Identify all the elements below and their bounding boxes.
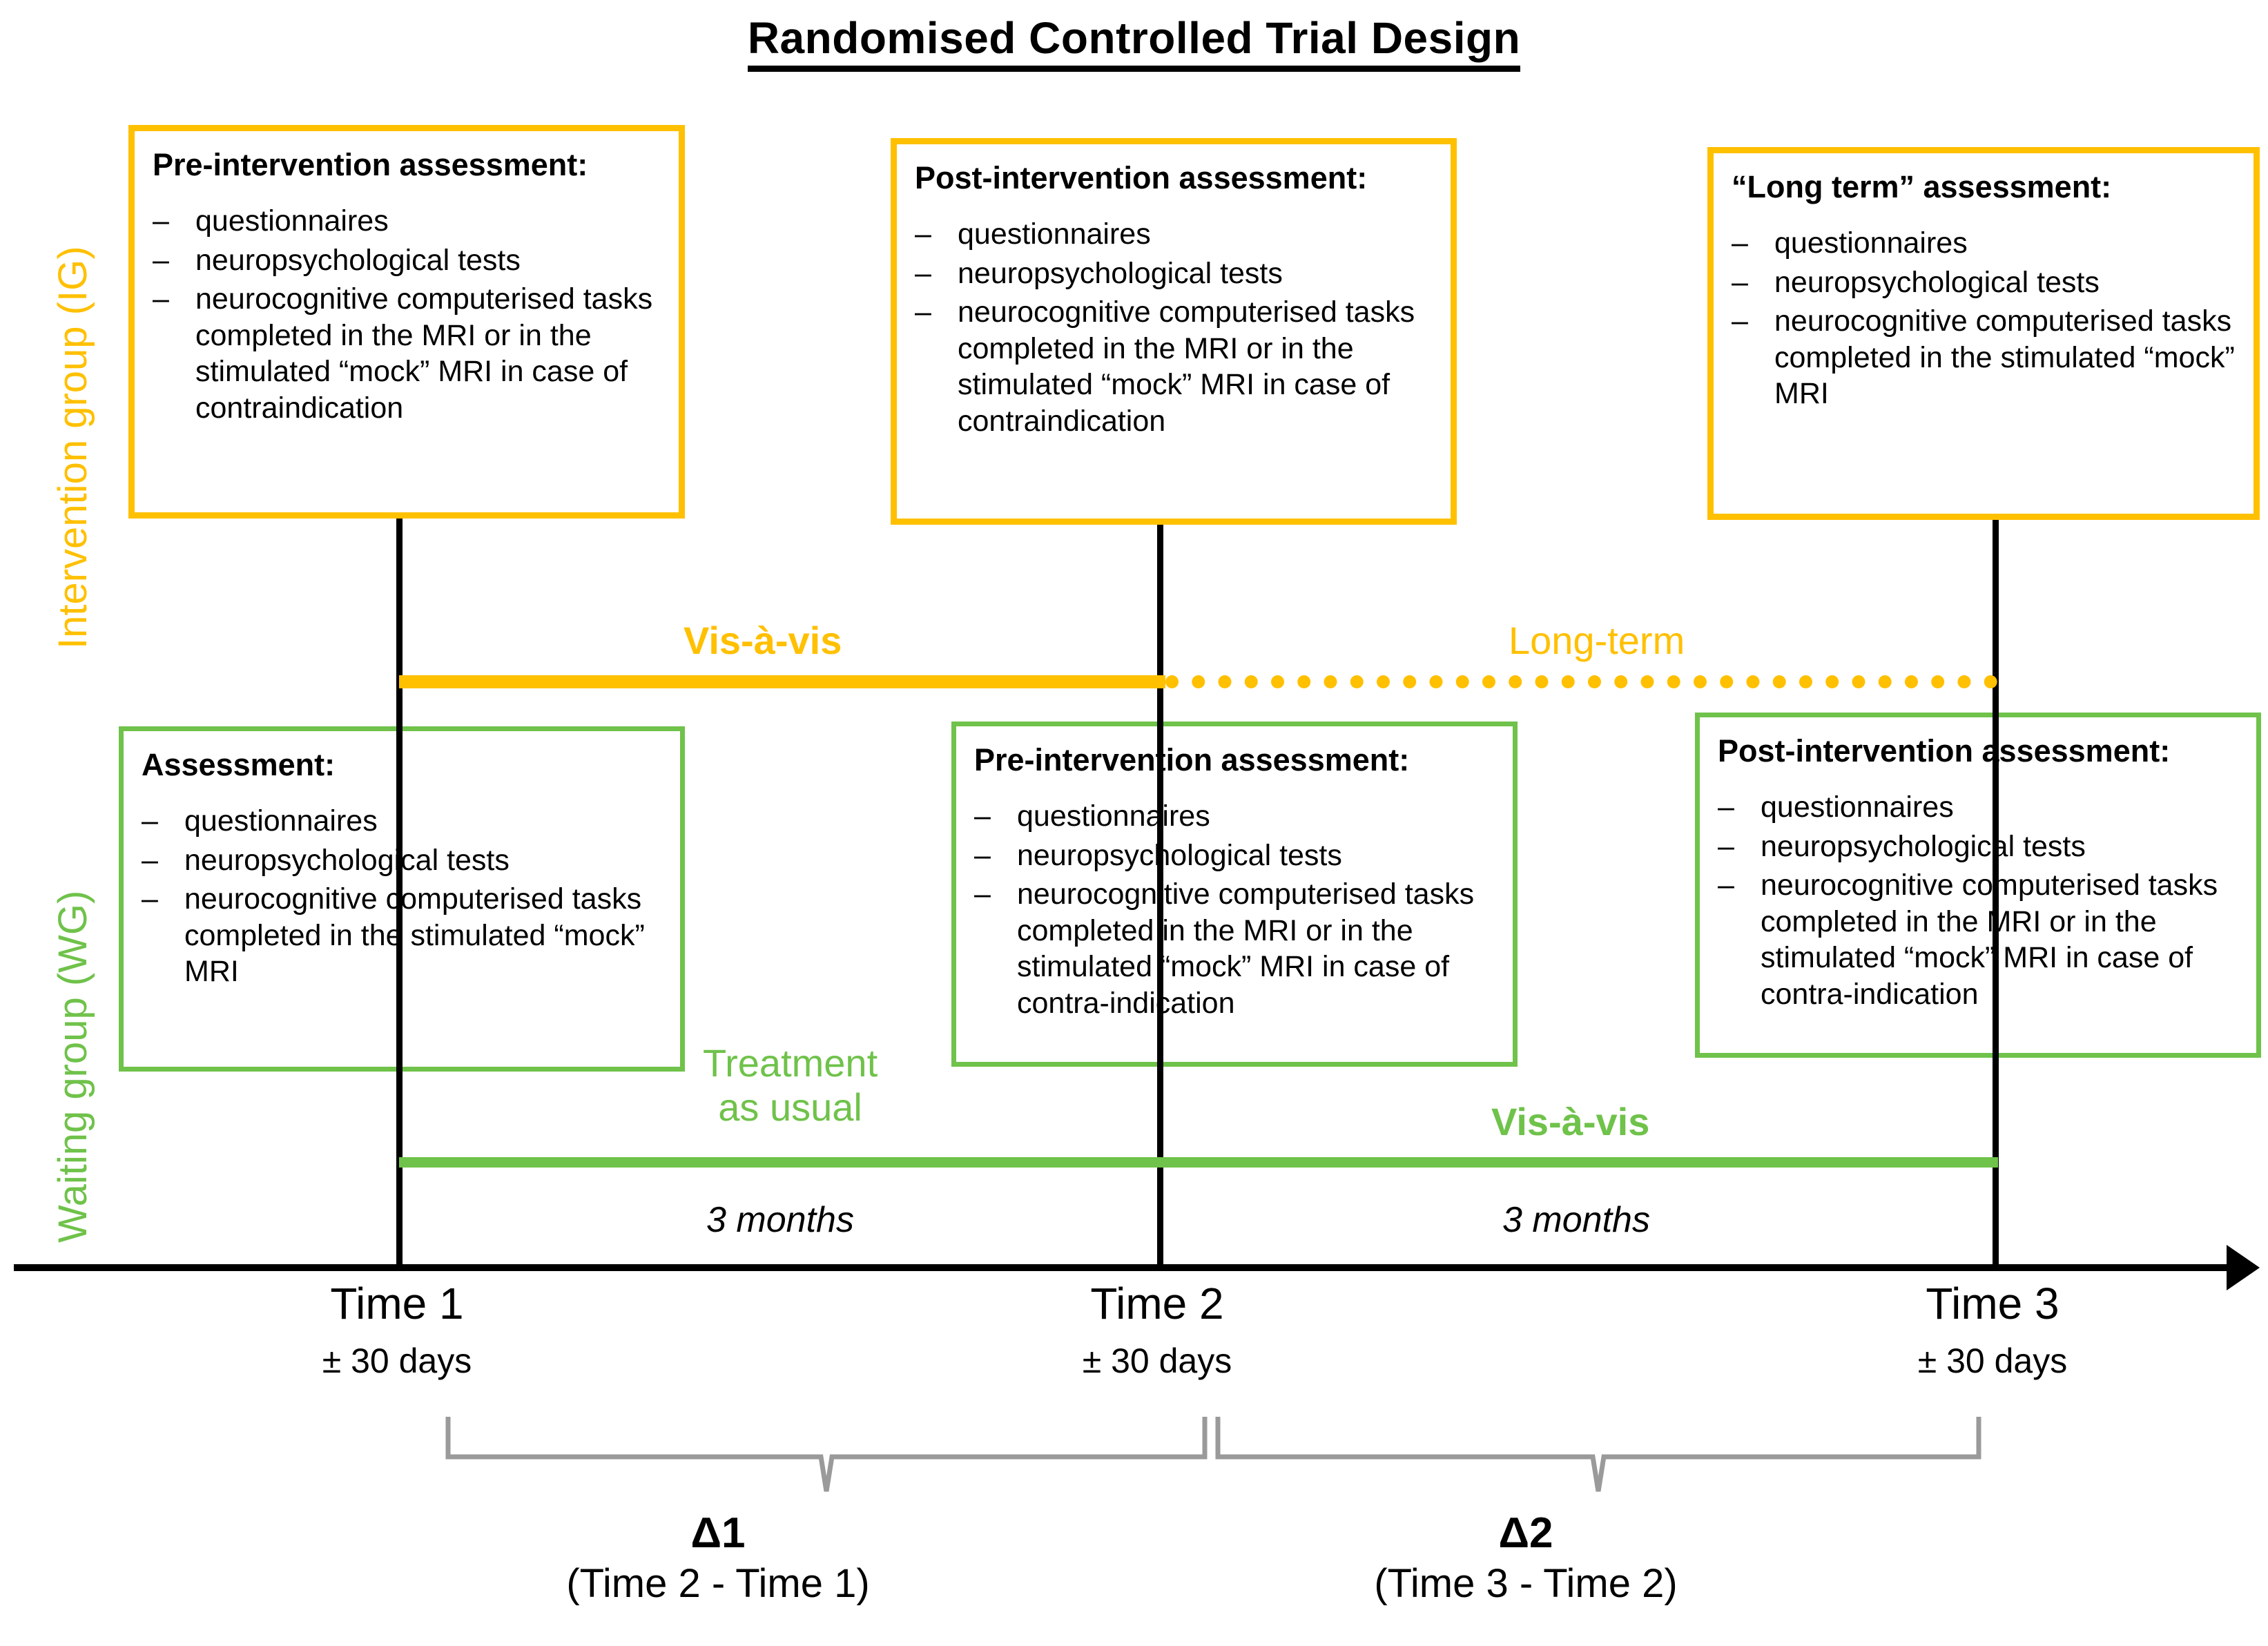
list-item: neurocognitive computerised tasks comple…: [1718, 867, 2238, 1012]
timepoint-name: Time 2: [1090, 1279, 1224, 1328]
intervention-group-label: Intervention group (IG): [50, 246, 95, 649]
timeline-arrow-icon: [2227, 1245, 2260, 1290]
box-heading: Assessment:: [142, 747, 336, 782]
timepoint-connector-time1: [396, 519, 403, 1268]
list-item: neuropsychological tests: [153, 242, 661, 278]
delta-symbol: Δ2: [1498, 1509, 1553, 1557]
assessment-box-ig-time2[interactable]: Post-intervention assessment: questionna…: [891, 138, 1457, 525]
timepoint-label-time1: Time 1 ± 30 days: [252, 1279, 542, 1386]
timeline-axis: [14, 1264, 2230, 1271]
ig-phase2-label: Long-term: [1509, 619, 1685, 662]
delta2-brace-icon: [1215, 1417, 1981, 1492]
list-item: questionnaires: [142, 803, 662, 839]
timepoint-name: Time 1: [330, 1279, 464, 1328]
box-item-list: questionnaires neuropsychological tests …: [142, 803, 662, 989]
timepoint-connector-time2: [1157, 525, 1163, 1268]
delta-formula: (Time 3 - Time 2): [1374, 1561, 1678, 1607]
list-item: questionnaires: [1718, 789, 2238, 825]
box-heading: Pre-intervention assessment:: [974, 742, 1410, 777]
list-item: neurocognitive computerised tasks comple…: [153, 281, 661, 426]
list-item: neuropsychological tests: [142, 842, 662, 878]
waiting-group-label: Waiting group (WG): [50, 890, 95, 1243]
delta-formula: (Time 2 - Time 1): [566, 1561, 870, 1607]
ig-phase1-line: [399, 675, 1165, 688]
wg-phase1-label-line2: as usual: [718, 1085, 862, 1129]
wg-phase-line: [399, 1157, 1998, 1168]
timepoint-name: Time 3: [1926, 1279, 2059, 1328]
list-item: neurocognitive computerised tasks comple…: [915, 294, 1433, 439]
interval-label-2: 3 months: [1502, 1200, 1650, 1240]
list-item: questionnaires: [153, 203, 661, 239]
list-item: questionnaires: [1732, 225, 2236, 261]
assessment-box-ig-time1[interactable]: Pre-intervention assessment: questionnai…: [128, 125, 685, 519]
timepoint-label-time3: Time 3 ± 30 days: [1848, 1279, 2138, 1386]
list-item: neuropsychological tests: [974, 837, 1495, 873]
interval-label-1: 3 months: [706, 1200, 854, 1240]
list-item: neuropsychological tests: [915, 255, 1433, 291]
box-item-list: questionnaires neuropsychological tests …: [1718, 789, 2238, 1012]
timepoint-connector-time3: [1993, 520, 1999, 1268]
timepoint-tolerance: ± 30 days: [322, 1342, 472, 1381]
box-item-list: questionnaires neuropsychological tests …: [1732, 225, 2236, 412]
box-heading: Pre-intervention assessment:: [153, 147, 588, 182]
box-item-list: questionnaires neuropsychological tests …: [915, 216, 1433, 439]
list-item: neuropsychological tests: [1732, 264, 2236, 300]
box-heading: Post-intervention assessment:: [1718, 733, 2171, 768]
timepoint-label-time2: Time 2 ± 30 days: [1012, 1279, 1302, 1386]
box-item-list: questionnaires neuropsychological tests …: [153, 203, 661, 426]
list-item: neurocognitive computerised tasks comple…: [1732, 303, 2236, 412]
page-title: Randomised Controlled Trial Design: [0, 12, 2268, 72]
assessment-box-wg-time3[interactable]: Post-intervention assessment: questionna…: [1695, 713, 2261, 1058]
delta1-brace-icon: [445, 1417, 1208, 1492]
timepoint-tolerance: ± 30 days: [1082, 1342, 1232, 1381]
page-title-text: Randomised Controlled Trial Design: [747, 13, 1521, 72]
box-heading: Post-intervention assessment:: [915, 160, 1368, 195]
ig-phase2-dashed-line: [1165, 675, 1997, 688]
timepoint-tolerance: ± 30 days: [1917, 1342, 2068, 1381]
wg-phase1-label-line1: Treatment: [703, 1041, 878, 1085]
list-item: neuropsychological tests: [1718, 829, 2238, 864]
list-item: neurocognitive computerised tasks comple…: [142, 881, 662, 989]
assessment-box-wg-time2[interactable]: Pre-intervention assessment: questionnai…: [951, 722, 1518, 1067]
delta-symbol: Δ1: [690, 1509, 746, 1557]
list-item: questionnaires: [915, 216, 1433, 252]
wg-phase2-label: Vis-à-vis: [1491, 1100, 1650, 1143]
delta2-block: Δ2 (Time 3 - Time 2): [1263, 1509, 1788, 1610]
assessment-box-ig-time3[interactable]: “Long term” assessment: questionnaires n…: [1707, 147, 2260, 520]
wg-phase1-label: Treatment as usual: [703, 1041, 878, 1130]
delta1-block: Δ1 (Time 2 - Time 1): [456, 1509, 980, 1610]
box-item-list: questionnaires neuropsychological tests …: [974, 798, 1495, 1021]
list-item: questionnaires: [974, 798, 1495, 834]
box-heading: “Long term” assessment:: [1732, 169, 2112, 204]
list-item: neurocognitive computerised tasks comple…: [974, 876, 1495, 1021]
ig-phase1-label: Vis-à-vis: [684, 619, 842, 662]
